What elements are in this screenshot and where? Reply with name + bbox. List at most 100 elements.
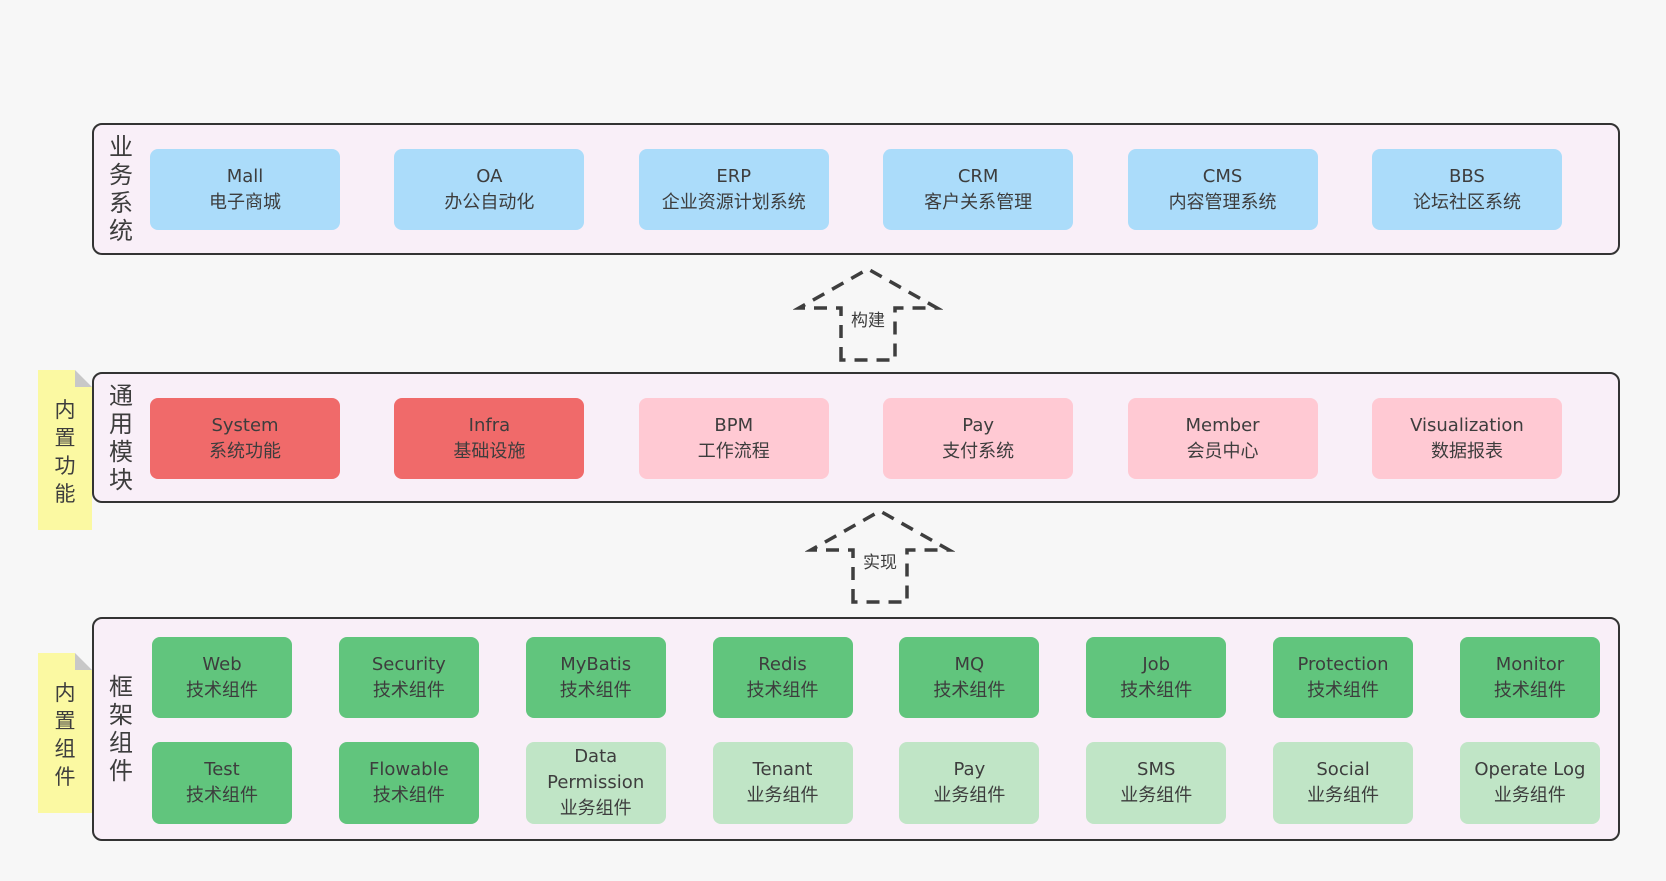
box-web: Web 技术组件 (152, 637, 292, 718)
common-modules-panel: 通用模块 System 系统功能 Infra 基础设施 BPM 工作流程 Pay… (92, 372, 1620, 503)
box-crm: CRM 客户关系管理 (883, 149, 1074, 230)
box-name: Web (202, 653, 242, 675)
box-name: Mall (226, 165, 264, 187)
sticky-note-text: 内置功能 (54, 398, 76, 506)
up-arrow-icon: 构建 (793, 266, 943, 362)
box-name: System (211, 414, 279, 436)
box-subtitle: 工作流程 (697, 440, 770, 462)
box-test: Test 技术组件 (152, 742, 292, 824)
box-monitor: Monitor 技术组件 (1459, 637, 1600, 718)
box-subtitle: 办公自动化 (444, 191, 535, 213)
box-pay-component: Pay 业务组件 (899, 742, 1040, 824)
box-subtitle: 业务组件 (559, 798, 632, 819)
box-name: MyBatis (560, 653, 632, 675)
box-subtitle: 业务组件 (1120, 785, 1193, 806)
folded-corner-icon (75, 653, 92, 670)
box-subtitle: 客户关系管理 (924, 191, 1033, 213)
business-systems-label: 业务系统 (109, 133, 133, 245)
box-mq: MQ 技术组件 (899, 637, 1040, 718)
build-arrow: 构建 (793, 264, 943, 364)
implement-arrow: 实现 (805, 506, 955, 606)
box-redis: Redis 技术组件 (712, 637, 853, 718)
box-subtitle: 技术组件 (186, 785, 258, 806)
framework-components-row-1: Web 技术组件 Security 技术组件 MyBatis 技术组件 Redi… (152, 637, 1600, 718)
box-name: Test (204, 759, 240, 780)
box-subtitle: 技术组件 (186, 679, 258, 701)
box-name: MQ (954, 653, 985, 675)
box-name: Job (1142, 653, 1171, 675)
framework-components-row-2: Test 技术组件 Flowable 技术组件 Data Permission … (152, 742, 1600, 824)
box-subtitle: 技术组件 (1493, 679, 1566, 701)
box-job: Job 技术组件 (1086, 637, 1227, 718)
box-oa: OA 办公自动化 (394, 149, 585, 230)
box-name: Redis (758, 653, 807, 675)
implement-arrow-label: 实现 (863, 553, 897, 573)
box-system: System 系统功能 (150, 398, 340, 479)
sticky-note-built-in-components: 内置组件 (38, 653, 92, 813)
box-name: BPM (714, 414, 754, 436)
box-name: Tenant (752, 759, 813, 780)
box-name: Social (1316, 759, 1370, 780)
box-pay-module: Pay 支付系统 (883, 398, 1074, 479)
box-name: CMS (1202, 165, 1243, 187)
box-subtitle: 系统功能 (209, 440, 281, 462)
box-subtitle: 技术组件 (372, 679, 445, 701)
box-social: Social 业务组件 (1273, 742, 1414, 824)
box-name: CRM (957, 165, 999, 187)
box-protection: Protection 技术组件 (1273, 637, 1414, 718)
sticky-note-built-in-features: 内置功能 (38, 370, 92, 530)
box-subtitle: 内容管理系统 (1168, 191, 1277, 213)
box-subtitle: 业务组件 (746, 785, 819, 806)
box-sms: SMS 业务组件 (1086, 742, 1227, 824)
box-subtitle: 业务组件 (1493, 785, 1566, 806)
box-cms: CMS 内容管理系统 (1127, 149, 1318, 230)
box-mall: Mall 电子商城 (150, 149, 340, 230)
box-name: Member (1185, 414, 1260, 436)
build-arrow-label: 构建 (851, 311, 885, 331)
box-name: Infra (468, 414, 511, 436)
box-tenant: Tenant 业务组件 (712, 742, 853, 824)
folded-corner-icon (75, 370, 92, 387)
box-name: Data Permission (547, 746, 645, 793)
box-name: SMS (1137, 759, 1176, 780)
framework-components-label: 框架组件 (109, 673, 133, 785)
box-subtitle: 会员中心 (1186, 440, 1259, 462)
box-name: Protection (1297, 653, 1389, 675)
box-bpm: BPM 工作流程 (638, 398, 829, 479)
box-flowable: Flowable 技术组件 (338, 742, 479, 824)
framework-components-panel: 框架组件 Web 技术组件 Security 技术组件 MyBatis 技术组件… (92, 617, 1620, 841)
box-subtitle: 技术组件 (746, 679, 819, 701)
box-subtitle: 技术组件 (1307, 679, 1380, 701)
box-mybatis: MyBatis 技术组件 (525, 637, 666, 718)
box-name: Operate Log (1474, 759, 1586, 780)
box-member: Member 会员中心 (1127, 398, 1318, 479)
box-subtitle: 企业资源计划系统 (661, 191, 806, 213)
business-systems-panel: 业务系统 Mall 电子商城 OA 办公自动化 ERP 企业资源计划系统 CRM… (92, 123, 1620, 255)
box-name: Security (371, 653, 446, 675)
common-modules-label: 通用模块 (109, 381, 133, 494)
box-infra: Infra 基础设施 (394, 398, 585, 479)
box-subtitle: 数据报表 (1430, 440, 1503, 462)
box-name: Monitor (1495, 653, 1565, 675)
box-name: BBS (1449, 165, 1485, 187)
box-subtitle: 技术组件 (372, 785, 445, 806)
box-subtitle: 电子商城 (209, 191, 281, 213)
sticky-note-text: 内置组件 (54, 681, 76, 789)
box-security: Security 技术组件 (338, 637, 479, 718)
box-name: Pay (962, 414, 995, 436)
business-systems-row: Mall 电子商城 OA 办公自动化 ERP 企业资源计划系统 CRM 客户关系… (150, 149, 1562, 230)
box-name: Flowable (369, 759, 449, 780)
box-visualization: Visualization 数据报表 (1371, 398, 1562, 479)
box-subtitle: 技术组件 (933, 679, 1006, 701)
box-erp: ERP 企业资源计划系统 (638, 149, 829, 230)
box-subtitle: 技术组件 (559, 679, 632, 701)
box-subtitle: 论坛社区系统 (1412, 191, 1521, 213)
box-bbs: BBS 论坛社区系统 (1371, 149, 1562, 230)
box-data-permission: Data Permission 业务组件 (525, 742, 666, 824)
box-name: ERP (716, 165, 752, 187)
box-operate-log: Operate Log 业务组件 (1459, 742, 1600, 824)
box-subtitle: 支付系统 (942, 440, 1015, 462)
box-name: Pay (953, 759, 986, 780)
box-subtitle: 业务组件 (933, 785, 1006, 806)
box-subtitle: 业务组件 (1307, 785, 1380, 806)
